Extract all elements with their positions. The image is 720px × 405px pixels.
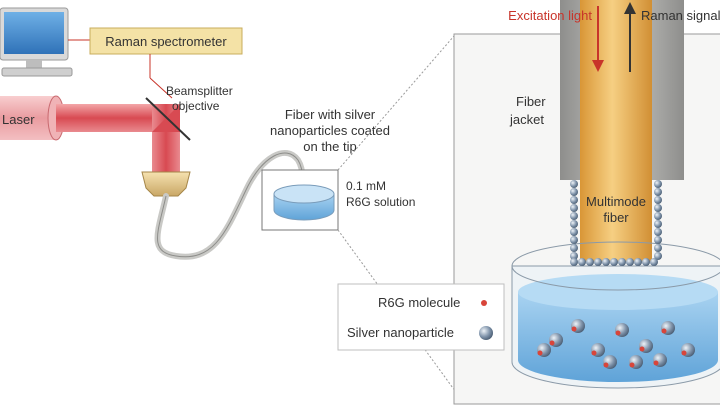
- r6g-molecule: [603, 362, 609, 368]
- r6g-molecule: [629, 362, 635, 368]
- jacket-label-1: Fiber: [516, 94, 546, 109]
- nanoparticle-bead: [570, 204, 578, 212]
- laser-label: Laser: [2, 112, 35, 127]
- nanoparticle-bead: [570, 258, 578, 266]
- computer-monitor-icon: [0, 7, 73, 77]
- excitation-label: Excitation light: [508, 8, 592, 23]
- nanoparticle-bead: [654, 196, 662, 204]
- fiber-label-3: on the tip: [303, 139, 357, 154]
- r6g-molecule: [549, 340, 555, 346]
- nanoparticle-bead: [610, 258, 618, 266]
- r6g-molecule: [537, 350, 543, 356]
- multimode-label-1: Multimode: [586, 194, 646, 209]
- nanoparticle-bead: [570, 252, 578, 260]
- beamsplitter-label-1: Beamsplitter: [166, 84, 233, 98]
- nanoparticle-bead: [654, 236, 662, 244]
- nanoparticle-bead: [570, 212, 578, 220]
- fiber-cable-edge: [157, 152, 303, 258]
- beamsplitter-mirror: [145, 97, 191, 141]
- nanoparticle-coating: [570, 180, 662, 266]
- excitation-arrow-head: [592, 60, 604, 72]
- multimode-fiber-core: [580, 0, 652, 262]
- solution-label-1: 0.1 mM: [346, 179, 386, 193]
- nanoparticle-bead: [626, 258, 634, 266]
- r6g-molecule: [681, 350, 687, 356]
- nanoparticle-bead: [618, 258, 626, 266]
- nanoparticle-bead: [570, 228, 578, 236]
- legend-r6g-label: R6G molecule: [378, 295, 460, 310]
- r6g-molecule: [571, 326, 577, 332]
- solution-dish-small: [261, 169, 339, 231]
- nanoparticle-bead: [570, 180, 578, 188]
- fiber-label-1: Fiber with silver: [285, 107, 376, 122]
- nanoparticle-bead: [634, 258, 642, 266]
- solution-label-2: R6G solution: [346, 195, 415, 209]
- legend: R6G molecule Silver nanoparticle: [337, 283, 505, 351]
- nanoparticle-bead: [602, 258, 610, 266]
- spectrometer-box: [89, 27, 243, 55]
- raman-signal-arrow-head: [624, 2, 636, 14]
- r6g-molecule: [615, 330, 621, 336]
- nanoparticle-bead: [570, 220, 578, 228]
- nanoparticle-bead: [586, 258, 594, 266]
- zoom-line-upper: [337, 35, 455, 171]
- silver-nanoparticle-icon: [479, 326, 493, 340]
- fiber-label-2: nanoparticles coated: [270, 123, 390, 138]
- solution-particles: [537, 319, 695, 369]
- beamsplitter-label-2: objective: [172, 99, 220, 113]
- r6g-molecule: [639, 346, 645, 352]
- nanoparticle-bead: [650, 258, 658, 266]
- laser-beam: [56, 104, 180, 174]
- nanoparticle-bead: [654, 252, 662, 260]
- nanoparticle-bead: [570, 188, 578, 196]
- nanoparticle-bead: [654, 228, 662, 236]
- nanoparticle-bead: [594, 258, 602, 266]
- beamsplitter-pointer: [149, 77, 173, 99]
- raman-signal-label: Raman signal: [641, 8, 720, 23]
- nanoparticle-bead: [654, 220, 662, 228]
- nanoparticle-bead: [570, 236, 578, 244]
- nanoparticle-bead: [570, 244, 578, 252]
- r6g-molecule: [653, 360, 659, 366]
- nanoparticle-bead: [654, 212, 662, 220]
- r6g-molecule: [591, 350, 597, 356]
- legend-silver-label: Silver nanoparticle: [347, 325, 454, 340]
- nanoparticle-bead: [642, 258, 650, 266]
- multimode-label-2: fiber: [603, 210, 629, 225]
- nanoparticle-bead: [570, 196, 578, 204]
- nanoparticle-bead: [654, 180, 662, 188]
- nanoparticle-bead: [654, 204, 662, 212]
- r6g-molecule: [661, 328, 667, 334]
- nanoparticle-bead: [578, 258, 586, 266]
- r6g-dot-icon: [481, 300, 487, 306]
- spectrometer-label: Raman spectrometer: [105, 34, 227, 49]
- nanoparticle-bead: [654, 188, 662, 196]
- jacket-label-2: jacket: [509, 112, 544, 127]
- nanoparticle-bead: [654, 244, 662, 252]
- objective-lens: [141, 171, 191, 197]
